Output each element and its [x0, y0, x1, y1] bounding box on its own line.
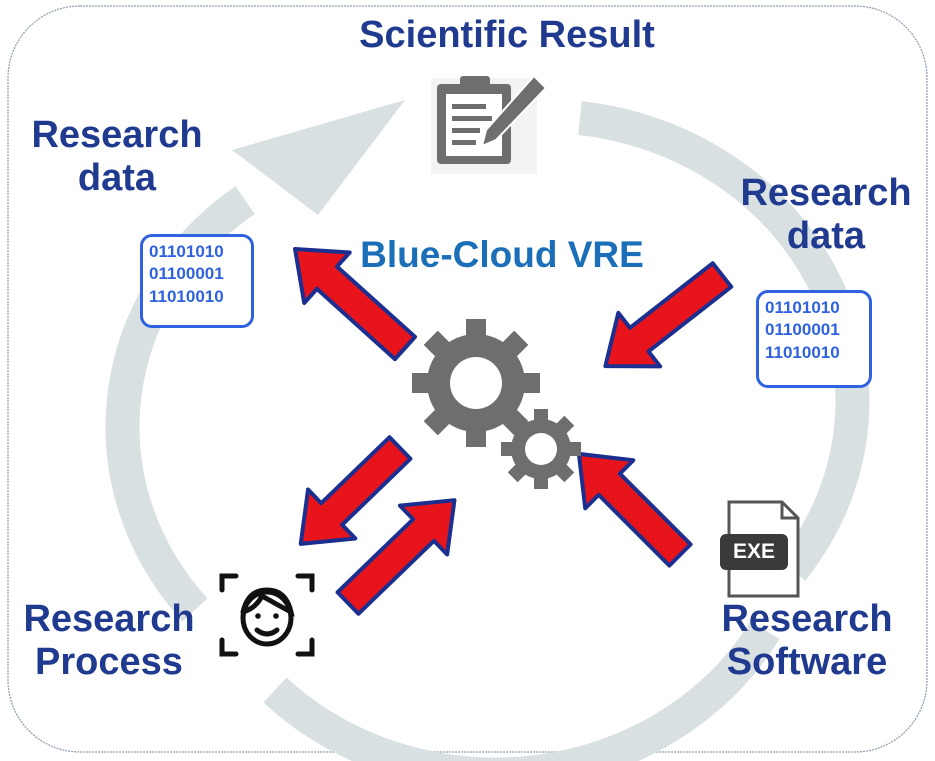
scientific-result-label: Scientific Result: [359, 14, 655, 56]
binary-line: 01101010: [765, 298, 840, 317]
binary-line: 11010010: [149, 286, 224, 306]
arrow-to-research-process: [298, 435, 413, 546]
gears-icon: [412, 319, 581, 489]
arrow-from-research-software: [576, 451, 693, 568]
cycle-arrowhead: [232, 100, 405, 215]
research-process-line1: Research: [23, 598, 195, 640]
research-data-left-line2: data: [77, 156, 157, 199]
research-data-right-line2: data: [786, 214, 866, 257]
binary-box-right: 01101010 01100001 11010010: [756, 290, 872, 388]
binary-box-left: 01101010 01100001 11010010: [140, 234, 254, 328]
blue-cloud-vre-label: Blue-Cloud VRE: [360, 234, 644, 275]
binary-line: 01100001: [149, 264, 224, 284]
exe-file-text: EXE: [732, 540, 776, 563]
research-process-line2: Process: [35, 640, 183, 683]
binary-line: 11010010: [765, 342, 840, 362]
large-gear: [412, 319, 540, 447]
exe-file-icon: [720, 500, 800, 598]
research-data-right-line1: Research: [740, 172, 912, 214]
binary-line: 01101010: [149, 242, 224, 261]
research-software-line2: Software: [726, 640, 888, 683]
cycle-arc-bottom: [263, 621, 780, 761]
binary-line: 01100001: [765, 320, 840, 340]
research-software-line1: Research: [721, 598, 893, 640]
face-scan-icon: [207, 560, 327, 672]
cycle-arc-right: [578, 101, 870, 581]
arrow-to-research-data-left: [293, 246, 418, 362]
research-process-label: Research Process: [14, 598, 204, 683]
research-data-left-label: Research data: [22, 114, 212, 199]
document-edit-icon: [431, 74, 548, 174]
research-data-left-line1: Research: [31, 114, 203, 156]
research-data-right-label: Research data: [728, 172, 924, 257]
arrow-from-research-data-right: [603, 261, 734, 369]
arrow-from-research-process: [335, 498, 457, 616]
flow-arrows: [293, 246, 734, 616]
research-software-label: Research Software: [708, 598, 906, 683]
small-gear: [501, 409, 581, 489]
